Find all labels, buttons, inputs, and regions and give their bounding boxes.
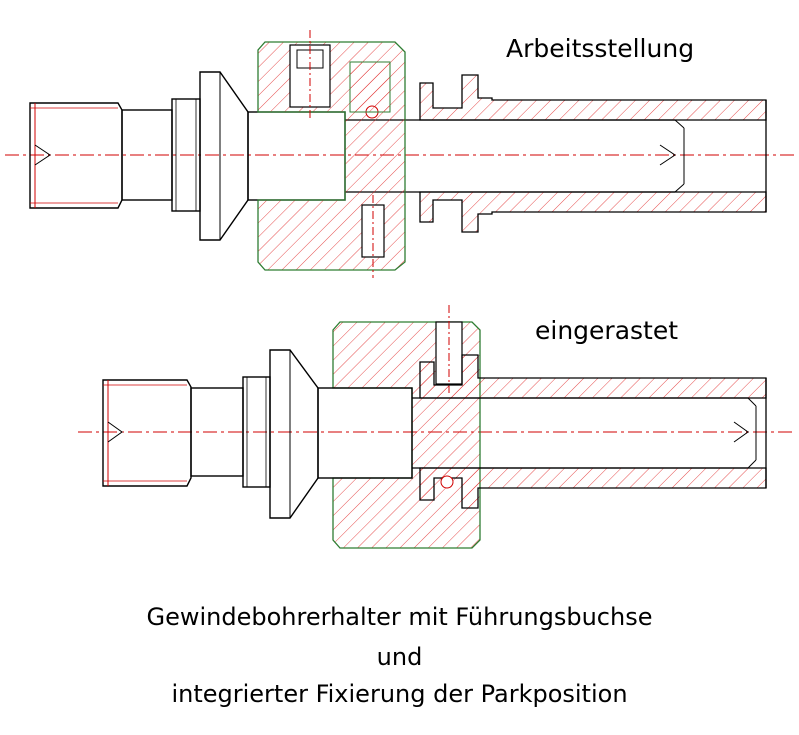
bottom-guide-bush [419, 354, 767, 509]
top-threaded-shank [29, 102, 123, 209]
engaged-position-label: eingerastet [535, 316, 679, 345]
caption-line-3: integrierter Fixierung der Parkposition [171, 680, 628, 708]
top-assembly [5, 30, 795, 278]
bottom-spindle [317, 387, 749, 479]
working-position-label: Arbeitsstellung [506, 34, 695, 63]
top-cone-flange [199, 71, 249, 241]
bottom-assembly [78, 305, 795, 549]
bottom-cone-flange [269, 349, 319, 519]
caption-line-2: und [376, 643, 423, 671]
bottom-housing [332, 305, 481, 549]
top-guide-bush [419, 74, 767, 233]
top-spindle [247, 111, 676, 201]
bottom-threaded-shank [102, 379, 192, 487]
caption-line-1: Gewindebohrerhalter mit Führungsbuchse [146, 603, 653, 631]
top-housing [257, 30, 406, 278]
